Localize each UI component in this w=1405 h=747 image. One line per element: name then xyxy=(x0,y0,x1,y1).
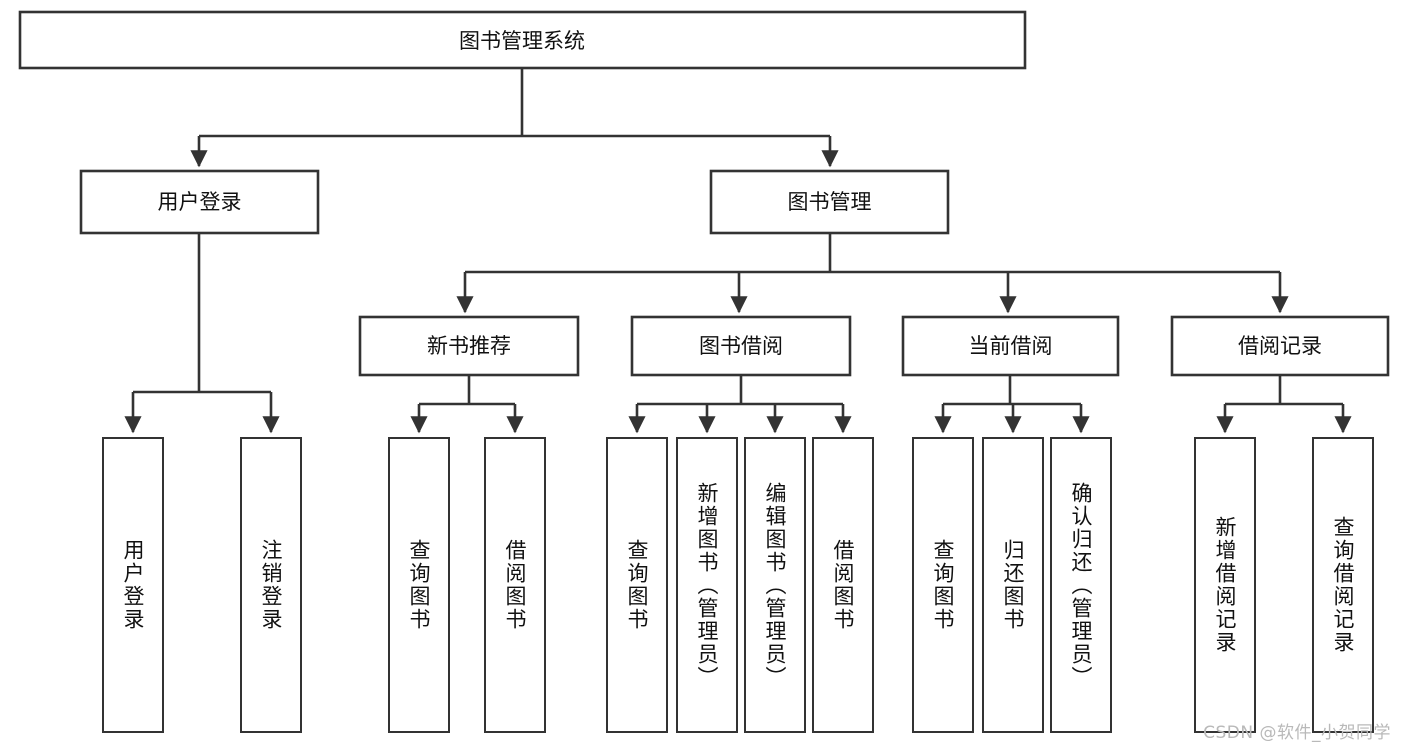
node-root[interactable]: 图书管理系统 xyxy=(18,10,1027,70)
node-book-borrow[interactable]: 图书借阅 xyxy=(630,315,852,377)
node-book-borrow-label: 图书借阅 xyxy=(699,334,783,358)
leaf-node-borrow-book-1-label: 借阅图书 xyxy=(503,539,528,631)
leaf-node-confirm-return-label: 确认归还（管理员） xyxy=(1069,481,1094,689)
leaf-node-edit-book-label: 编辑图书（管理员） xyxy=(763,481,788,689)
leaf-node-query-record-label: 查询借阅记录 xyxy=(1331,516,1356,654)
node-borrow-record[interactable]: 借阅记录 xyxy=(1170,315,1390,377)
node-root-label: 图书管理系统 xyxy=(459,29,585,53)
node-current-borrow-label: 当前借阅 xyxy=(969,334,1053,358)
leaf-node-query-book-3[interactable]: 查询图书 xyxy=(912,437,974,733)
leaf-node-query-book-1[interactable]: 查询图书 xyxy=(388,437,450,733)
node-user-login-label: 用户登录 xyxy=(158,190,242,214)
leaf-node-confirm-return[interactable]: 确认归还（管理员） xyxy=(1050,437,1112,733)
leaf-node-query-book-2[interactable]: 查询图书 xyxy=(606,437,668,733)
node-borrow-record-label: 借阅记录 xyxy=(1238,334,1322,358)
node-new-book-recommend[interactable]: 新书推荐 xyxy=(358,315,580,377)
leaf-node-add-record-label: 新增借阅记录 xyxy=(1213,516,1238,654)
leaf-node-borrow-book-2[interactable]: 借阅图书 xyxy=(812,437,874,733)
connector-layer xyxy=(124,68,1352,434)
leaf-node-return-book-label: 归还图书 xyxy=(1001,539,1026,631)
node-book-borrow-rect[interactable] xyxy=(630,315,852,377)
node-layer: 图书管理系统 用户登录 图书管理 新书推荐 图书借阅 当前 xyxy=(18,10,1390,377)
leaf-node-borrow-book-1[interactable]: 借阅图书 xyxy=(484,437,546,733)
node-current-borrow-rect[interactable] xyxy=(901,315,1120,377)
leaf-node-user-login-label: 用户登录 xyxy=(121,539,146,631)
leaf-node-query-book-2-label: 查询图书 xyxy=(625,539,650,631)
leaf-node-query-record[interactable]: 查询借阅记录 xyxy=(1312,437,1374,733)
node-new-book-recommend-rect[interactable] xyxy=(358,315,580,377)
leaf-node-query-book-1-label: 查询图书 xyxy=(407,539,432,631)
node-user-login-rect[interactable] xyxy=(79,169,320,235)
leaf-node-edit-book[interactable]: 编辑图书（管理员） xyxy=(744,437,806,733)
leaf-node-add-book-label: 新增图书（管理员） xyxy=(695,481,720,689)
leaf-node-borrow-book-2-label: 借阅图书 xyxy=(831,539,856,631)
leaf-node-add-book[interactable]: 新增图书（管理员） xyxy=(676,437,738,733)
leaf-node-user-login[interactable]: 用户登录 xyxy=(102,437,164,733)
leaf-node-add-record[interactable]: 新增借阅记录 xyxy=(1194,437,1256,733)
node-borrow-record-rect[interactable] xyxy=(1170,315,1390,377)
node-new-book-recommend-label: 新书推荐 xyxy=(427,334,511,358)
leaf-node-query-book-3-label: 查询图书 xyxy=(931,539,956,631)
leaf-node-user-logout[interactable]: 注销登录 xyxy=(240,437,302,733)
node-user-login[interactable]: 用户登录 xyxy=(79,169,320,235)
node-book-manage[interactable]: 图书管理 xyxy=(709,169,950,235)
node-root-rect[interactable] xyxy=(18,10,1027,70)
leaf-node-return-book[interactable]: 归还图书 xyxy=(982,437,1044,733)
node-current-borrow[interactable]: 当前借阅 xyxy=(901,315,1120,377)
node-book-manage-label: 图书管理 xyxy=(788,190,872,214)
leaf-node-user-logout-label: 注销登录 xyxy=(259,539,284,631)
node-book-manage-rect[interactable] xyxy=(709,169,950,235)
